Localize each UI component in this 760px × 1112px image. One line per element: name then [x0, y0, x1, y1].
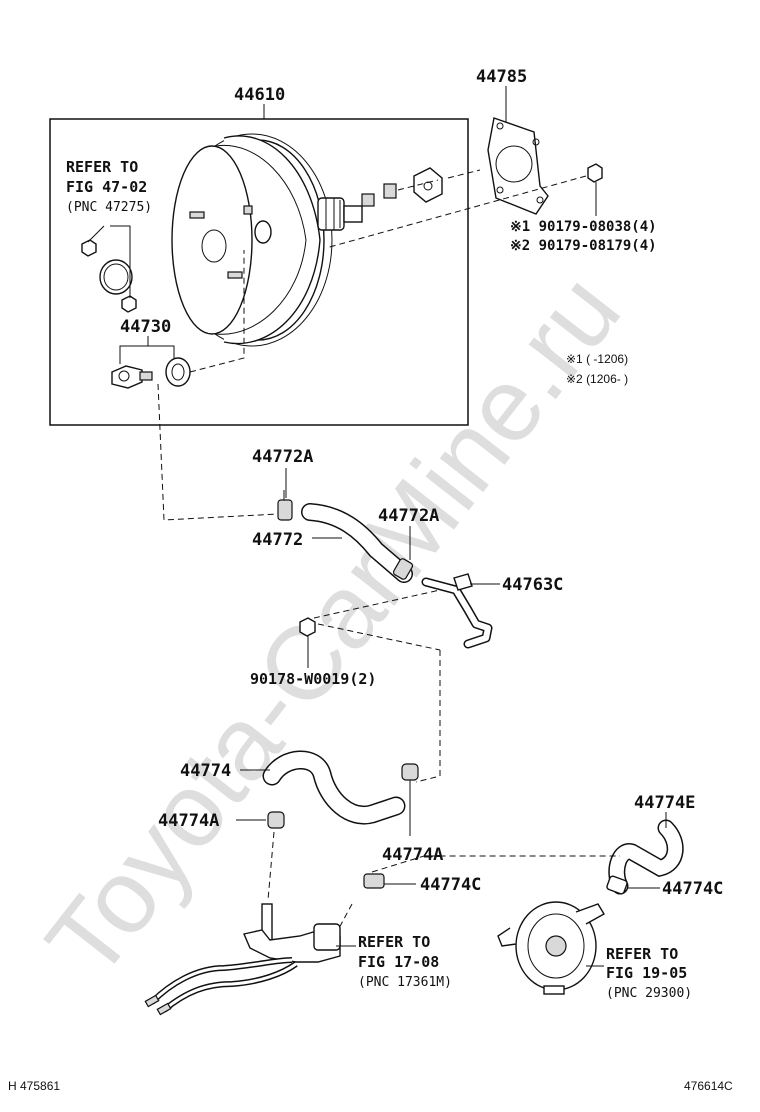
clamp-44774C-mid-icon — [363, 873, 385, 889]
watermark: Toyota-CarMine.ru — [25, 254, 643, 999]
nut-icon — [587, 163, 603, 183]
nut-line1: ※1 90179-08038(4) — [510, 219, 657, 235]
hose-dash-line — [267, 831, 275, 901]
hose-44772-icon — [301, 503, 413, 583]
footer-left-code: H 475861 — [8, 1079, 60, 1093]
leader-refer-47 — [87, 225, 131, 298]
label-44730: 44730 — [120, 317, 171, 337]
label-44774C-mid: 44774C — [420, 875, 481, 895]
label-44774C-right: 44774C — [662, 879, 723, 899]
refer-47-line3: (PNC 47275) — [66, 200, 152, 215]
label-44774E: 44774E — [634, 793, 695, 813]
label-44785: 44785 — [476, 67, 527, 87]
bolt-90178-icon — [299, 617, 316, 637]
clamp-44774C-right-icon — [606, 875, 628, 895]
grommet-icon — [165, 357, 191, 387]
o-ring-icon — [99, 259, 133, 295]
refer-47-line2: FIG 47-02 — [66, 178, 147, 196]
note-2: ※2 (1206- ) — [566, 372, 628, 386]
valve-dash-line — [189, 250, 245, 373]
label-90178: 90178-W0019(2) — [250, 670, 376, 688]
nut-line2: ※2 90179-08179(4) — [510, 238, 657, 254]
label-44774A-left: 44774A — [158, 811, 219, 831]
label-44774A-mid: 44774A — [382, 845, 443, 865]
label-44772A-top: 44772A — [252, 447, 313, 467]
gasket-44785-icon — [487, 117, 549, 215]
label-44772A-mid: 44772A — [378, 506, 439, 526]
label-44763C: 44763C — [502, 575, 563, 595]
clamp-44772A-mid-icon — [392, 558, 414, 580]
hose-44774-icon — [262, 750, 406, 825]
refer-19-line3: (PNC 29300) — [606, 986, 692, 1001]
hose-44774E-icon — [608, 819, 684, 895]
note-1: ※1 ( -1206) — [566, 352, 628, 366]
bracket-44730 — [119, 336, 175, 364]
check-valve-icon — [111, 365, 153, 389]
assembly-frame — [49, 118, 469, 426]
label-44774: 44774 — [180, 761, 231, 781]
refer-19-line2: FIG 19-05 — [606, 964, 687, 982]
label-44772: 44772 — [252, 530, 303, 550]
refer-47-line1: REFER TO — [66, 158, 138, 176]
brake-booster-icon — [171, 133, 397, 347]
refer-17-line1: REFER TO — [358, 933, 430, 951]
pipe-44763C-icon — [421, 573, 493, 649]
clamp-44774A-mid-icon — [401, 763, 419, 781]
nut-dash-line — [325, 175, 587, 249]
push-rod-dash-line — [397, 169, 481, 191]
clamp-44774A-left-icon — [267, 811, 285, 829]
refer-19-line1: REFER TO — [606, 945, 678, 963]
vacuum-pump-icon — [497, 901, 605, 995]
label-44610: 44610 — [234, 85, 285, 105]
clevis-icon — [413, 167, 443, 203]
footer-right-code: 476614C — [684, 1079, 733, 1093]
clamp-44772A-top-icon — [277, 490, 293, 521]
bolt-dash-line — [313, 589, 441, 783]
vacuum-dash-1 — [157, 383, 279, 521]
refer-17-line2: FIG 17-08 — [358, 953, 439, 971]
refer-17-line3: (PNC 17361M) — [358, 975, 452, 990]
